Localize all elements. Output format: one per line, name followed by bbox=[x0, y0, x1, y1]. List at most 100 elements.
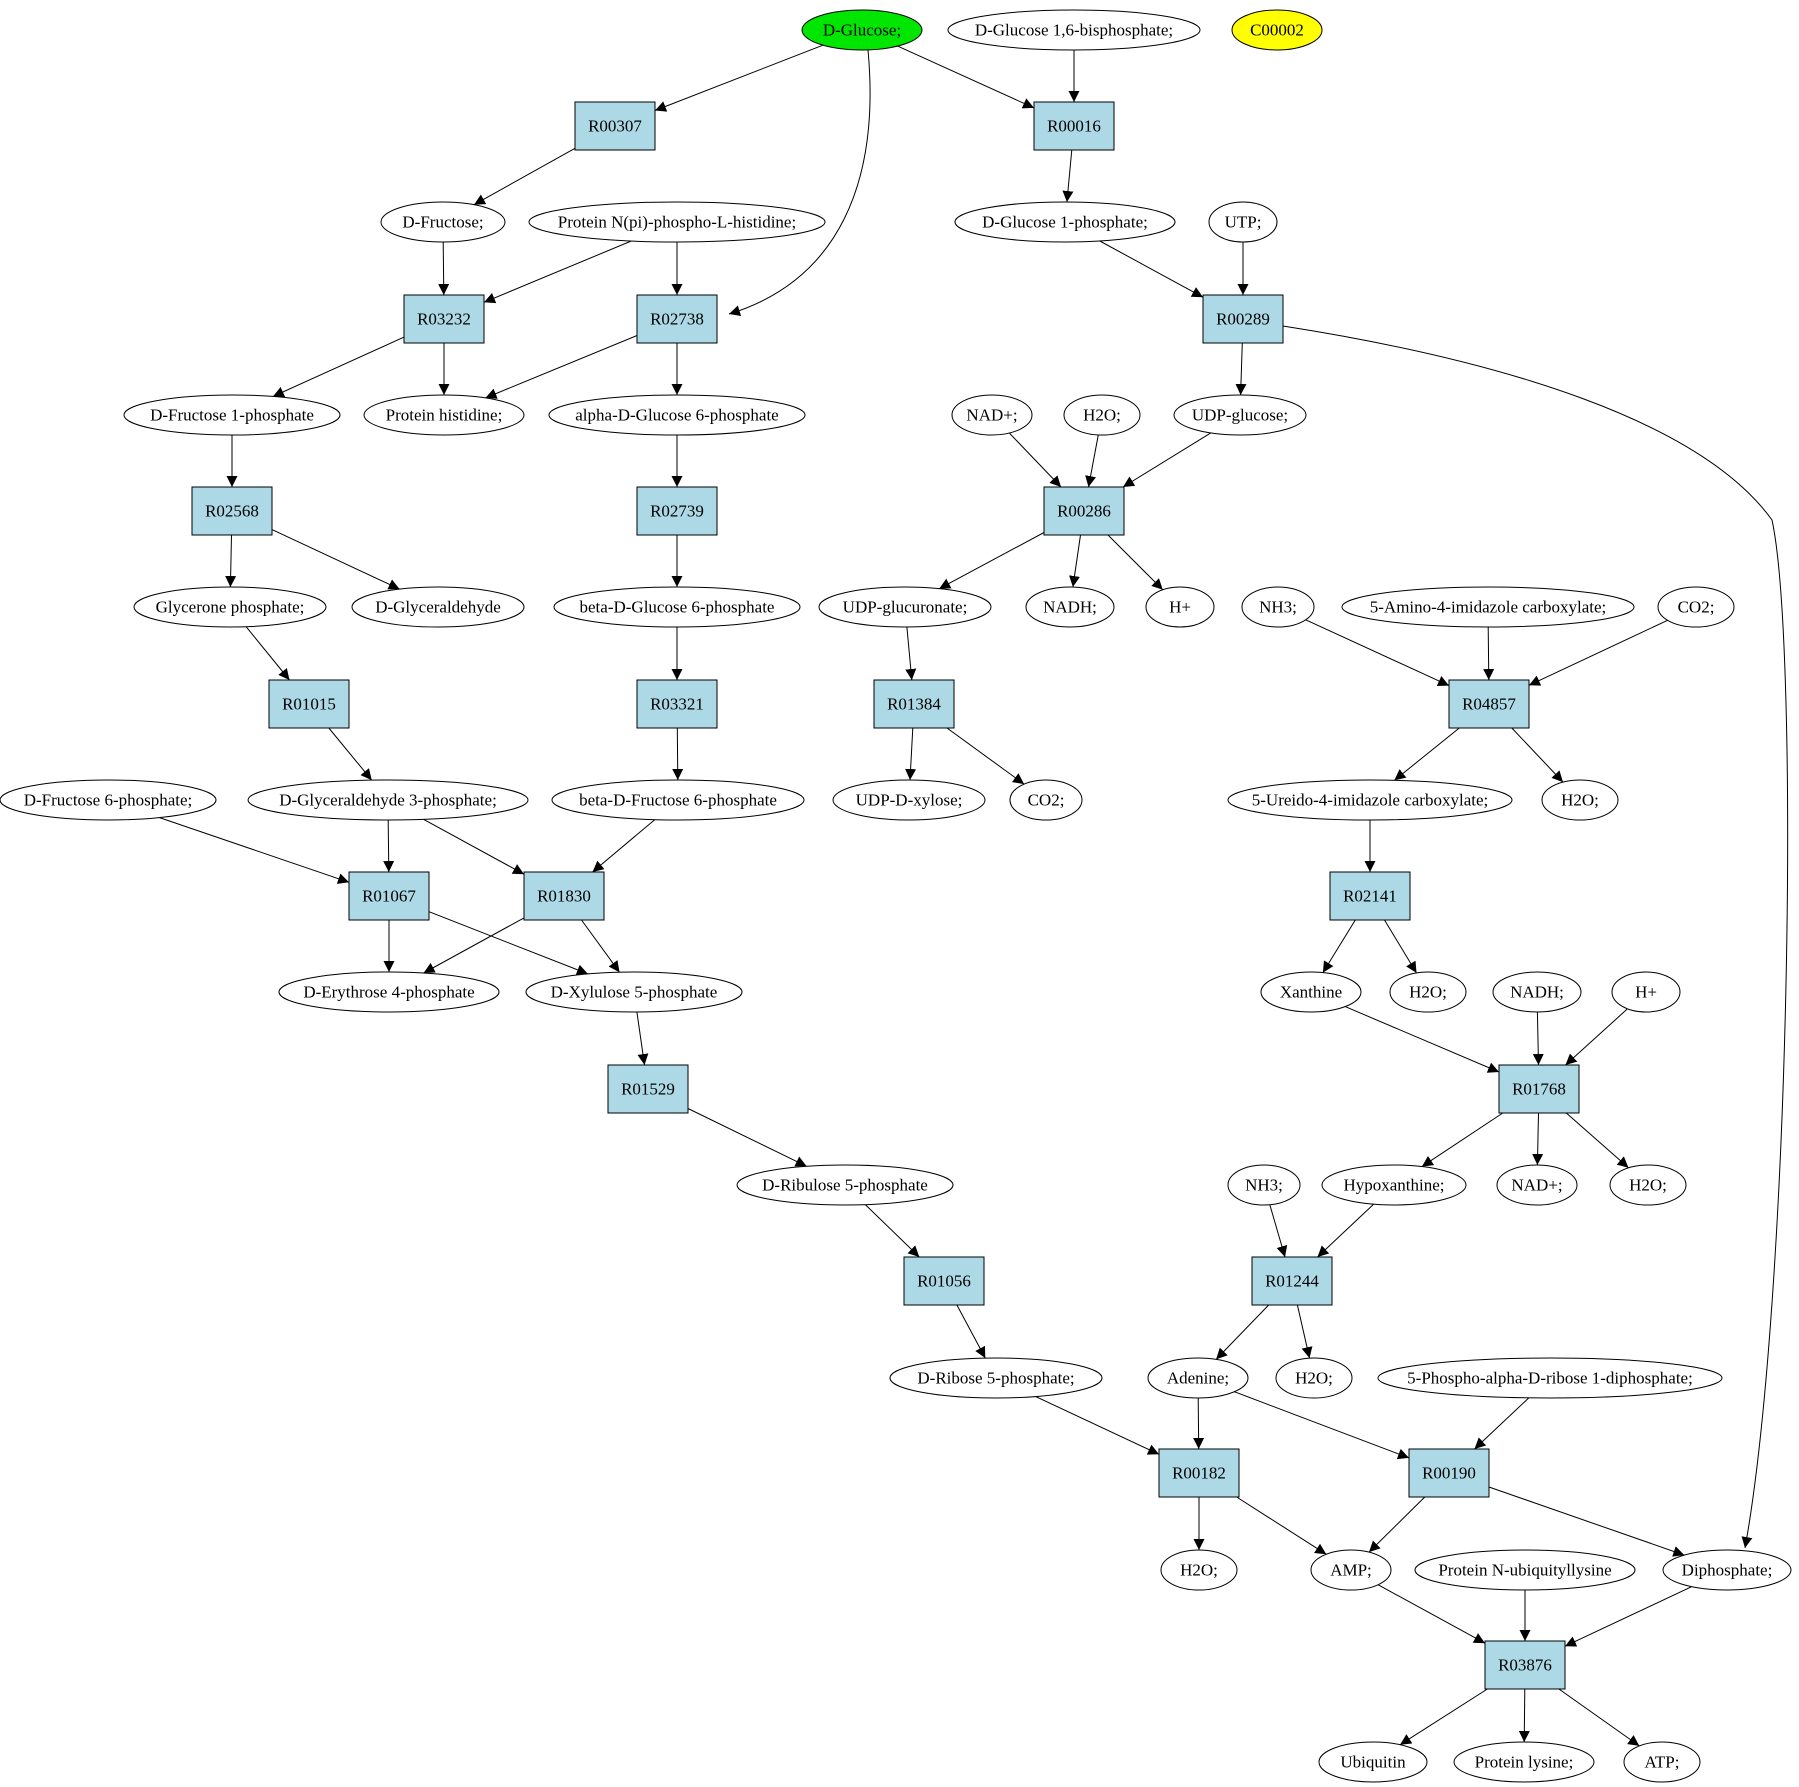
reaction-node-R00307[interactable]: R00307 bbox=[574, 101, 656, 151]
metabolite-label: NH3; bbox=[1259, 598, 1297, 617]
metabolite-ellipse bbox=[351, 586, 525, 628]
reaction-node-R04857[interactable]: R04857 bbox=[1448, 679, 1530, 729]
reaction-node-R00289[interactable]: R00289 bbox=[1202, 294, 1284, 344]
metabolite-node-udpxyl[interactable]: UDP-D-xylose; bbox=[832, 779, 986, 821]
metabolite-node-bg6p[interactable]: beta-D-Glucose 6-phosphate bbox=[553, 586, 801, 628]
metabolite-label: Protein lysine; bbox=[1475, 1753, 1574, 1772]
metabolite-node-protnub[interactable]: Protein N-ubiquityllysine bbox=[1414, 1549, 1636, 1591]
reaction-node-R01830[interactable]: R01830 bbox=[523, 871, 605, 921]
metabolite-label: NADH; bbox=[1510, 983, 1564, 1002]
metabolite-node-nadh1[interactable]: NADH; bbox=[1025, 586, 1115, 628]
metabolite-node-protlys[interactable]: Protein lysine; bbox=[1453, 1741, 1595, 1783]
reaction-node-R01529[interactable]: R01529 bbox=[607, 1064, 689, 1114]
metabolite-label: D-Fructose 6-phosphate; bbox=[24, 791, 193, 810]
metabolite-node-g16bp[interactable]: D-Glucose 1,6-bisphosphate; bbox=[947, 9, 1201, 51]
metabolite-node-amp[interactable]: AMP; bbox=[1310, 1549, 1392, 1591]
metabolite-node-aic[interactable]: 5-Amino-4-imidazole carboxylate; bbox=[1341, 586, 1635, 628]
edge-R00289-to-dip bbox=[1282, 325, 1789, 1549]
metabolite-node-c00002[interactable]: C00002 bbox=[1231, 9, 1323, 51]
metabolite-node-dip[interactable]: Diphosphate; bbox=[1662, 1549, 1792, 1591]
reaction-node-R01244[interactable]: R01244 bbox=[1251, 1256, 1333, 1306]
reaction-node-R03232[interactable]: R03232 bbox=[403, 294, 485, 344]
metabolite-node-protnpi[interactable]: Protein N(pi)-phospho-L-histidine; bbox=[528, 201, 826, 243]
metabolite-label: C00002 bbox=[1250, 21, 1304, 40]
reaction-label: R04857 bbox=[1462, 695, 1516, 714]
metabolite-node-utp[interactable]: UTP; bbox=[1208, 201, 1278, 243]
reaction-label: R00286 bbox=[1057, 502, 1111, 521]
metabolite-node-h2o6[interactable]: H2O; bbox=[1160, 1549, 1238, 1591]
metabolite-label: AMP; bbox=[1330, 1561, 1372, 1580]
reaction-node-R00182[interactable]: R00182 bbox=[1158, 1448, 1240, 1498]
metabolite-node-f1p[interactable]: D-Fructose 1-phosphate bbox=[123, 394, 341, 436]
metabolite-node-h2o5[interactable]: H2O; bbox=[1275, 1357, 1353, 1399]
metabolite-node-glucose[interactable]: D-Glucose; bbox=[801, 9, 923, 51]
metabolite-node-h2o1[interactable]: H2O; bbox=[1063, 394, 1141, 436]
reaction-node-R02739[interactable]: R02739 bbox=[636, 486, 718, 536]
metabolite-node-glyp[interactable]: Glycerone phosphate; bbox=[133, 586, 327, 628]
metabolite-node-r5p[interactable]: D-Ribose 5-phosphate; bbox=[889, 1357, 1103, 1399]
reaction-box bbox=[348, 871, 430, 921]
edge-R03876-to-atp bbox=[1558, 1688, 1640, 1747]
metabolite-node-aden[interactable]: Adenine; bbox=[1147, 1357, 1249, 1399]
reaction-node-R02141[interactable]: R02141 bbox=[1329, 871, 1411, 921]
reaction-node-R01384[interactable]: R01384 bbox=[873, 679, 955, 729]
reaction-node-R03321[interactable]: R03321 bbox=[636, 679, 718, 729]
metabolite-node-udpglc[interactable]: UDP-glucose; bbox=[1173, 394, 1307, 436]
reaction-box bbox=[1033, 101, 1115, 151]
metabolite-node-co2b[interactable]: CO2; bbox=[1009, 779, 1083, 821]
edge-R01244-to-aden bbox=[1215, 1304, 1270, 1360]
metabolite-ellipse bbox=[1310, 1549, 1392, 1591]
metabolite-node-h2o4[interactable]: H2O; bbox=[1609, 1164, 1687, 1206]
metabolite-node-co2a[interactable]: CO2; bbox=[1657, 586, 1735, 628]
metabolite-ellipse bbox=[1260, 971, 1362, 1013]
metabolite-node-h2o2[interactable]: H2O; bbox=[1541, 779, 1619, 821]
metabolite-node-g1p[interactable]: D-Glucose 1-phosphate; bbox=[954, 201, 1176, 243]
metabolite-node-dglyald[interactable]: D-Glyceraldehyde bbox=[351, 586, 525, 628]
reaction-label: R01529 bbox=[621, 1080, 675, 1099]
reaction-node-R01768[interactable]: R01768 bbox=[1498, 1064, 1580, 1114]
edge-R00016-to-g1p bbox=[1062, 149, 1074, 203]
reaction-node-R02568[interactable]: R02568 bbox=[191, 486, 273, 536]
metabolite-node-f6p[interactable]: D-Fructose 6-phosphate; bbox=[0, 779, 217, 821]
metabolite-node-nh3b[interactable]: NH3; bbox=[1227, 1164, 1301, 1206]
reaction-node-R01067[interactable]: R01067 bbox=[348, 871, 430, 921]
metabolite-node-h2[interactable]: H+ bbox=[1611, 971, 1681, 1013]
metabolite-node-xanth[interactable]: Xanthine bbox=[1260, 971, 1362, 1013]
metabolite-node-uic[interactable]: 5-Ureido-4-imidazole carboxylate; bbox=[1227, 779, 1513, 821]
reaction-node-R01015[interactable]: R01015 bbox=[268, 679, 350, 729]
edge-R02141-to-h2o3 bbox=[1384, 919, 1417, 974]
metabolite-node-hypox[interactable]: Hypoxanthine; bbox=[1321, 1164, 1467, 1206]
metabolite-node-g3p[interactable]: D-Glyceraldehyde 3-phosphate; bbox=[247, 779, 529, 821]
metabolite-label: UTP; bbox=[1225, 213, 1262, 232]
edge-g3p-to-R01830 bbox=[423, 818, 525, 875]
metabolite-label: Diphosphate; bbox=[1682, 1561, 1773, 1580]
metabolite-ellipse bbox=[0, 779, 217, 821]
metabolite-node-x5p[interactable]: D-Xylulose 5-phosphate bbox=[525, 971, 743, 1013]
metabolite-node-prothis[interactable]: Protein histidine; bbox=[363, 394, 525, 436]
metabolite-label: UDP-glucose; bbox=[1192, 406, 1288, 425]
metabolite-node-atp[interactable]: ATP; bbox=[1623, 1741, 1701, 1783]
metabolite-node-e4p[interactable]: D-Erythrose 4-phosphate bbox=[278, 971, 500, 1013]
metabolite-node-h2o3[interactable]: H2O; bbox=[1389, 971, 1467, 1013]
metabolite-node-prpp[interactable]: 5-Phospho-alpha-D-ribose 1-diphosphate; bbox=[1377, 1357, 1723, 1399]
reaction-node-R00286[interactable]: R00286 bbox=[1043, 486, 1125, 536]
reaction-node-R00190[interactable]: R00190 bbox=[1408, 1448, 1490, 1498]
reaction-node-R01056[interactable]: R01056 bbox=[903, 1256, 985, 1306]
metabolite-node-nad1[interactable]: NAD+; bbox=[951, 394, 1033, 436]
metabolite-node-fructose[interactable]: D-Fructose; bbox=[380, 201, 506, 243]
metabolite-node-nadh2[interactable]: NADH; bbox=[1492, 971, 1582, 1013]
metabolite-node-h1[interactable]: H+ bbox=[1145, 586, 1215, 628]
reaction-node-R02738[interactable]: R02738 bbox=[636, 294, 718, 344]
metabolite-node-nh3a[interactable]: NH3; bbox=[1241, 586, 1315, 628]
metabolite-node-udpgluc[interactable]: UDP-glucuronate; bbox=[818, 586, 992, 628]
metabolite-node-bf6p[interactable]: beta-D-Fructose 6-phosphate bbox=[551, 779, 805, 821]
edge-R01768-to-hypox bbox=[1421, 1112, 1504, 1168]
metabolite-node-nad2[interactable]: NAD+; bbox=[1496, 1164, 1578, 1206]
metabolite-label: D-Ribose 5-phosphate; bbox=[917, 1369, 1074, 1388]
reaction-node-R03876[interactable]: R03876 bbox=[1484, 1640, 1566, 1690]
metabolite-ellipse bbox=[1341, 586, 1635, 628]
metabolite-node-ubiq[interactable]: Ubiquitin bbox=[1318, 1741, 1428, 1783]
metabolite-node-ru5p[interactable]: D-Ribulose 5-phosphate bbox=[736, 1164, 954, 1206]
reaction-node-R00016[interactable]: R00016 bbox=[1033, 101, 1115, 151]
metabolite-node-ag6p[interactable]: alpha-D-Glucose 6-phosphate bbox=[548, 394, 806, 436]
